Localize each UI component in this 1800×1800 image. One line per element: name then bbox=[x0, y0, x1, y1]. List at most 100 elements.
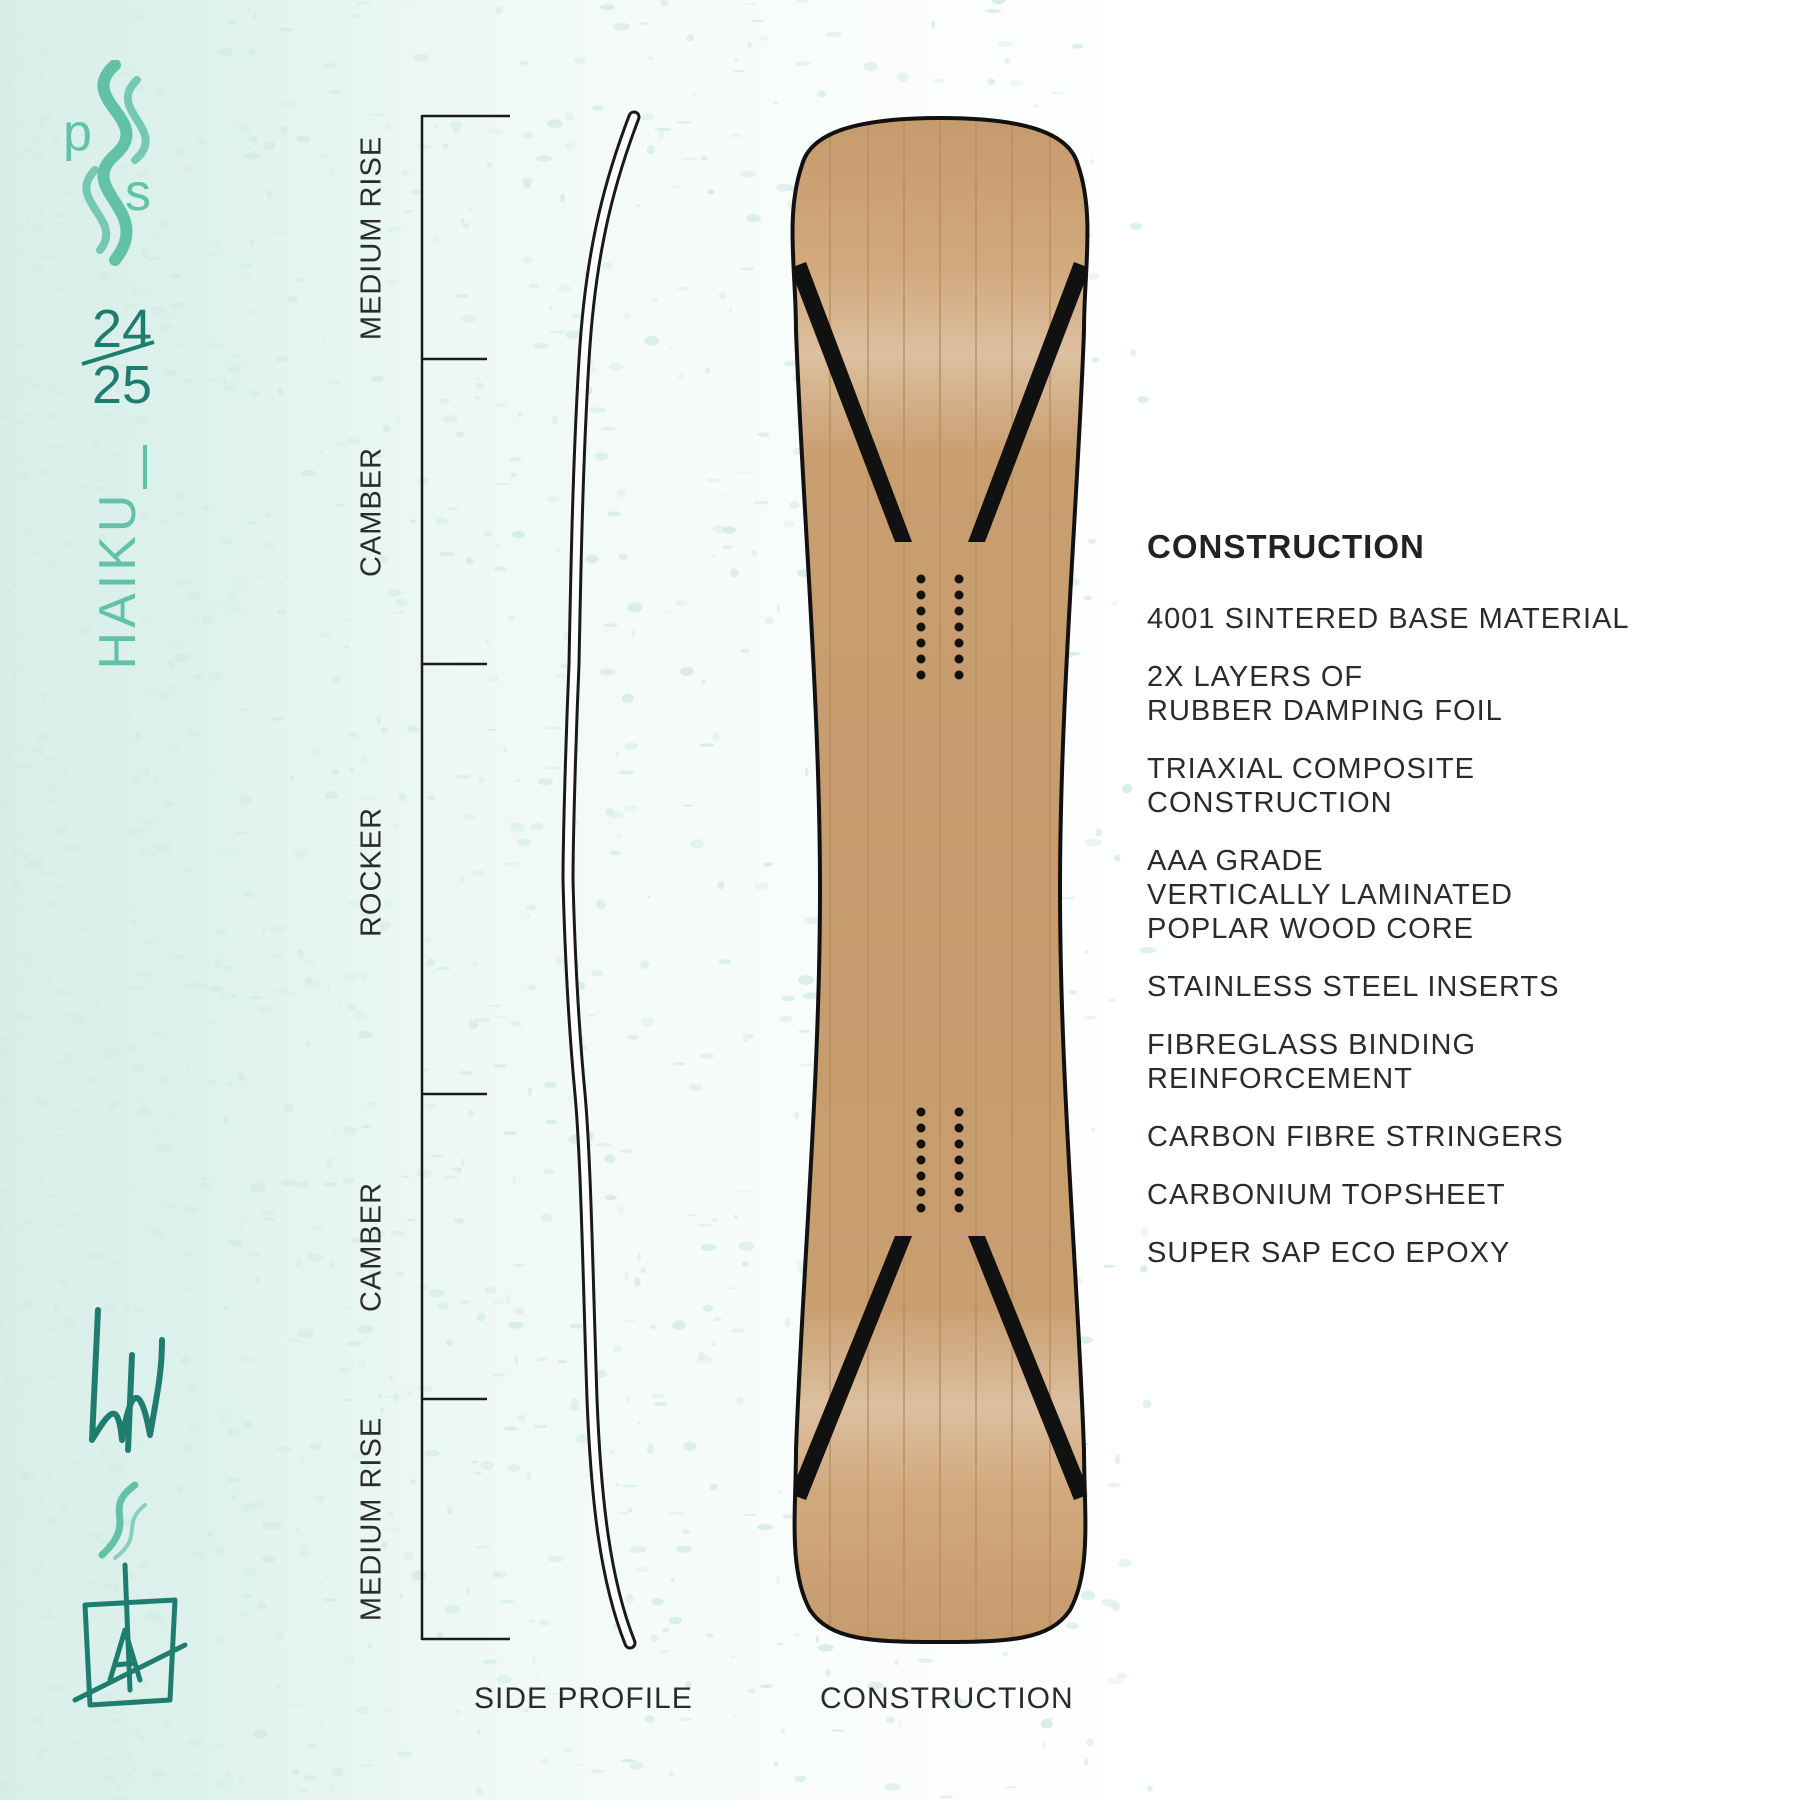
speckle bbox=[243, 152, 260, 160]
speckle bbox=[416, 144, 432, 149]
speckle bbox=[421, 476, 430, 482]
speckle bbox=[491, 1571, 507, 1579]
speckle bbox=[682, 1529, 690, 1534]
speckle bbox=[96, 274, 111, 282]
speckle bbox=[21, 980, 37, 988]
speckle bbox=[472, 869, 485, 877]
speckle bbox=[376, 716, 381, 725]
speckle bbox=[143, 941, 157, 944]
speckle bbox=[342, 1126, 358, 1136]
speckle bbox=[110, 538, 121, 543]
speckle bbox=[382, 425, 391, 433]
speckle bbox=[1085, 1738, 1095, 1747]
speckle bbox=[4, 308, 16, 319]
speckle bbox=[39, 255, 55, 261]
spec-item: CARBONIUM TOPSHEET bbox=[1147, 1179, 1506, 1211]
speckle bbox=[38, 113, 52, 121]
speckle bbox=[199, 1182, 211, 1189]
speckle bbox=[452, 128, 462, 133]
speckle bbox=[540, 1213, 553, 1222]
speckle bbox=[57, 1277, 68, 1286]
speckle bbox=[609, 362, 623, 372]
speckle bbox=[622, 1484, 639, 1488]
speckle bbox=[537, 778, 554, 786]
speckle bbox=[1083, 1758, 1089, 1766]
speckle bbox=[220, 992, 228, 998]
speckle bbox=[439, 551, 456, 557]
speckle bbox=[557, 1359, 568, 1364]
speckle bbox=[46, 385, 58, 393]
speckle bbox=[206, 601, 222, 606]
speckle bbox=[249, 389, 259, 397]
speckle bbox=[236, 125, 252, 133]
speckle bbox=[710, 555, 716, 558]
speckle bbox=[709, 1484, 718, 1491]
speckle bbox=[87, 1253, 103, 1259]
speckle bbox=[2, 248, 17, 255]
speckle bbox=[0, 259, 9, 263]
speckle bbox=[234, 1243, 243, 1247]
speckle bbox=[507, 616, 516, 621]
spec-list: 4001 SINTERED BASE MATERIAL 2X LAYERS OF… bbox=[1147, 602, 1767, 1294]
speckle bbox=[150, 233, 161, 237]
speckle bbox=[216, 929, 227, 935]
speckle bbox=[241, 1503, 256, 1511]
speckle bbox=[591, 969, 603, 977]
speckle bbox=[94, 1185, 104, 1189]
speckle bbox=[0, 1441, 9, 1446]
speckle bbox=[122, 636, 138, 643]
spec-item: SUPER SAP ECO EPOXY bbox=[1147, 1237, 1511, 1269]
speckle bbox=[25, 1495, 43, 1498]
speckle bbox=[621, 1759, 637, 1763]
speckle bbox=[404, 6, 411, 9]
speckle bbox=[644, 1715, 656, 1723]
speckle bbox=[393, 1393, 400, 1403]
speckle bbox=[444, 1605, 461, 1615]
speckle bbox=[20, 1301, 29, 1306]
speckle bbox=[16, 1597, 24, 1606]
speckle bbox=[0, 401, 7, 412]
speckle bbox=[624, 1272, 629, 1281]
speckle bbox=[33, 1178, 45, 1184]
speckle bbox=[160, 221, 170, 228]
speckle bbox=[48, 561, 63, 570]
speckle bbox=[554, 549, 563, 553]
speckle bbox=[1004, 57, 1010, 65]
speckle bbox=[548, 1555, 564, 1563]
speckle bbox=[528, 283, 539, 289]
speckle bbox=[686, 34, 695, 42]
speckle bbox=[831, 1729, 845, 1732]
speckle bbox=[712, 732, 720, 742]
speckle bbox=[2, 243, 7, 247]
speckle bbox=[247, 48, 258, 56]
speckle bbox=[605, 807, 614, 816]
speckle bbox=[526, 984, 537, 990]
speckle bbox=[138, 1106, 150, 1116]
speckle bbox=[66, 1330, 75, 1333]
speckle bbox=[404, 210, 413, 213]
speckle bbox=[700, 743, 715, 747]
speckle bbox=[186, 1067, 191, 1071]
speckle bbox=[300, 1455, 305, 1466]
speckle bbox=[796, 1260, 805, 1270]
speckle bbox=[455, 294, 469, 299]
speckle bbox=[17, 1412, 28, 1417]
speckle bbox=[145, 1227, 160, 1230]
speckle bbox=[323, 62, 336, 68]
speckle bbox=[625, 1396, 630, 1403]
speckle bbox=[3, 1643, 18, 1654]
speckle bbox=[75, 1260, 86, 1268]
speckle bbox=[53, 608, 59, 615]
speckle bbox=[556, 673, 568, 679]
speckle bbox=[740, 267, 755, 271]
speckle bbox=[231, 1494, 238, 1500]
speckle bbox=[510, 472, 517, 477]
speckle bbox=[604, 1194, 617, 1201]
speckle bbox=[171, 955, 183, 959]
speckle bbox=[322, 333, 327, 343]
speckle bbox=[0, 779, 10, 787]
speckle bbox=[47, 531, 52, 540]
speckle bbox=[53, 136, 61, 145]
speckle bbox=[20, 1471, 34, 1477]
speckle bbox=[600, 4, 615, 11]
